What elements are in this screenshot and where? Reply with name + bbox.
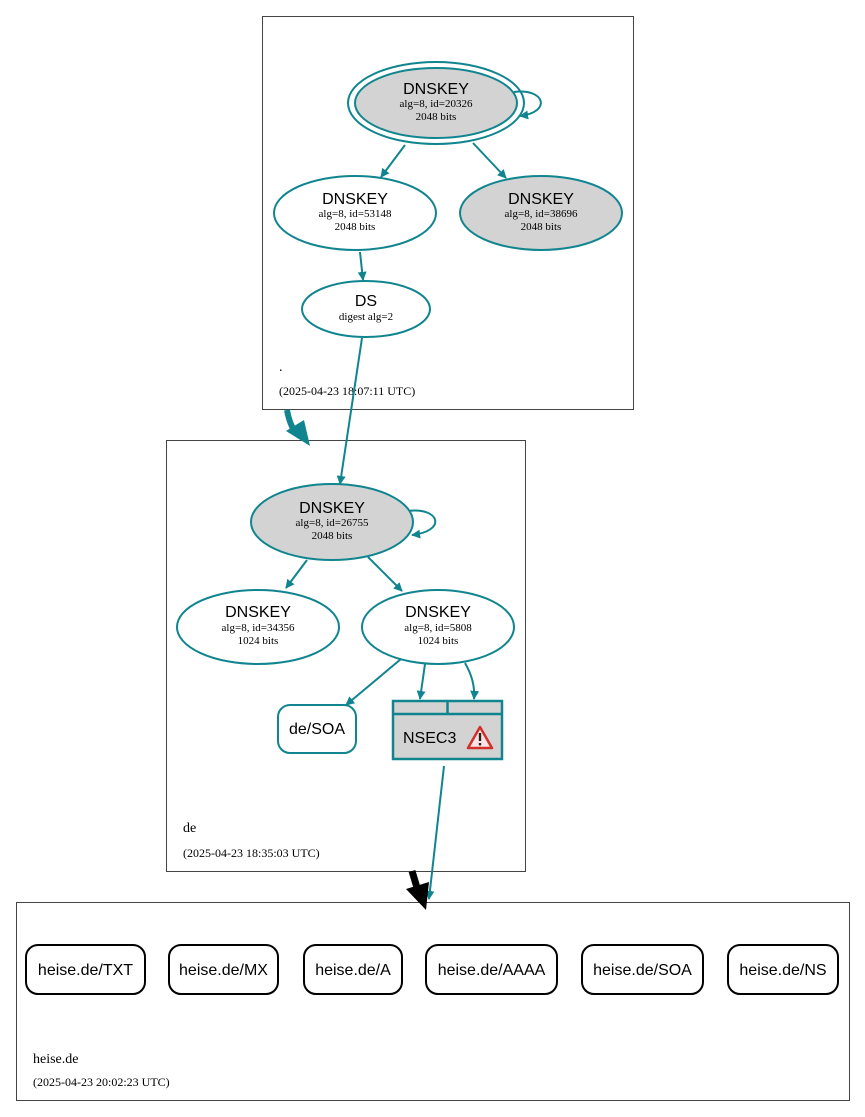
node-de-nsec3[interactable]: NSEC3 [391, 699, 504, 761]
zone-de-timestamp: (2025-04-23 18:35:03 UTC) [183, 846, 320, 860]
node-root-dnskey-38696[interactable]: DNSKEY alg=8, id=38696 2048 bits [459, 175, 623, 251]
record-outline [581, 944, 704, 995]
node-root-ds[interactable]: DS digest alg=2 [301, 280, 431, 338]
edge-ds-to-de-ksk [336, 337, 363, 485]
edge-root-ksk-self [513, 90, 542, 120]
node-label: NSEC3 [403, 730, 456, 747]
node-outline [176, 589, 340, 665]
node-type: DS [355, 293, 377, 310]
delegation-arrow-de-to-heise [406, 869, 429, 910]
record-outline [25, 944, 146, 995]
record-outline [303, 944, 403, 995]
edge-root-ksk-to-ksk2 [472, 142, 507, 179]
record-heise-soa[interactable]: heise.de/SOA [581, 944, 704, 995]
record-heise-aaaa[interactable]: heise.de/AAAA [425, 944, 558, 995]
node-detail: alg=8, id=5808 [404, 622, 472, 634]
node-de-dnskey-26755[interactable]: DNSKEY alg=8, id=26755 2048 bits [250, 483, 414, 561]
zone-heise-timestamp: (2025-04-23 20:02:23 UTC) [33, 1075, 170, 1089]
node-outline [459, 175, 623, 251]
node-detail: alg=8, id=34356 [222, 622, 295, 634]
record-outline [425, 944, 558, 995]
zone-root-timestamp: (2025-04-23 18:07:11 UTC) [279, 384, 415, 398]
node-outline [277, 704, 357, 754]
node-outline-outer [347, 61, 525, 145]
node-type: DNSKEY [225, 604, 291, 621]
node-de-soa[interactable]: de/SOA [277, 704, 357, 754]
record-outline [727, 944, 839, 995]
node-de-dnskey-5808[interactable]: DNSKEY alg=8, id=5808 1024 bits [361, 589, 515, 665]
edge-root-ksk-to-zsk [380, 144, 406, 178]
node-size: 2048 bits [312, 530, 353, 542]
record-label: heise.de/TXT [38, 962, 133, 979]
record-label: heise.de/SOA [593, 962, 692, 979]
node-detail: digest alg=2 [339, 311, 393, 323]
node-type: DNSKEY [403, 81, 469, 98]
node-outline [273, 175, 437, 251]
record-label: heise.de/AAAA [438, 962, 546, 979]
node-size: 1024 bits [238, 635, 279, 647]
record-label: heise.de/MX [179, 962, 268, 979]
edge-de-key2-to-soa [345, 658, 402, 706]
delegation-arrow-root-to-de [284, 409, 310, 446]
node-root-dnskey-53148[interactable]: DNSKEY alg=8, id=53148 2048 bits [273, 175, 437, 251]
edge-de-key2-to-nsec3-b [464, 662, 480, 700]
zone-heise-box [16, 902, 850, 1101]
edge-de-key2-to-nsec3-a [416, 663, 426, 700]
node-size: 2048 bits [521, 221, 562, 233]
record-heise-mx[interactable]: heise.de/MX [168, 944, 279, 995]
record-heise-txt[interactable]: heise.de/TXT [25, 944, 146, 995]
node-root-dnskey-20326[interactable]: DNSKEY alg=8, id=20326 2048 bits [347, 61, 525, 145]
edge-nsec3-to-heise [425, 765, 445, 900]
node-type: DNSKEY [508, 191, 574, 208]
zone-heise: heise.de/TXT heise.de/MX heise.de/A heis… [16, 902, 850, 1101]
edge-de-ksk-to-key2 [367, 556, 403, 592]
node-detail: alg=8, id=38696 [505, 208, 578, 220]
node-size: 2048 bits [335, 221, 376, 233]
edge-de-ksk-self [407, 509, 437, 539]
node-outline [361, 589, 515, 665]
node-outline-inner [354, 67, 518, 139]
record-outline [168, 944, 279, 995]
zone-heise-name: heise.de [33, 1052, 78, 1067]
record-heise-a[interactable]: heise.de/A [303, 944, 403, 995]
edge-root-zsk-to-ds [357, 251, 367, 281]
record-label: heise.de/NS [739, 962, 826, 979]
node-label: de/SOA [289, 721, 345, 738]
node-detail: alg=8, id=26755 [296, 517, 369, 529]
node-detail: alg=8, id=20326 [400, 98, 473, 110]
record-label: heise.de/A [315, 962, 391, 979]
node-outline [250, 483, 414, 561]
node-de-dnskey-34356[interactable]: DNSKEY alg=8, id=34356 1024 bits [176, 589, 340, 665]
zone-de: DNSKEY alg=8, id=26755 2048 bits DNSKEY … [166, 440, 526, 872]
warning-icon [466, 725, 494, 750]
node-type: DNSKEY [322, 191, 388, 208]
zone-root-name: . [279, 360, 283, 375]
node-type: DNSKEY [405, 604, 471, 621]
node-detail: alg=8, id=53148 [319, 208, 392, 220]
record-heise-ns[interactable]: heise.de/NS [727, 944, 839, 995]
node-outline [301, 280, 431, 338]
node-type: DNSKEY [299, 500, 365, 517]
node-size: 2048 bits [416, 111, 457, 123]
zone-root: DNSKEY alg=8, id=20326 2048 bits DNSKEY … [262, 16, 634, 410]
cross-zone-edges [284, 337, 445, 910]
edge-de-ksk-to-key1 [285, 559, 308, 589]
node-size: 1024 bits [418, 635, 459, 647]
zone-de-name: de [183, 821, 196, 836]
